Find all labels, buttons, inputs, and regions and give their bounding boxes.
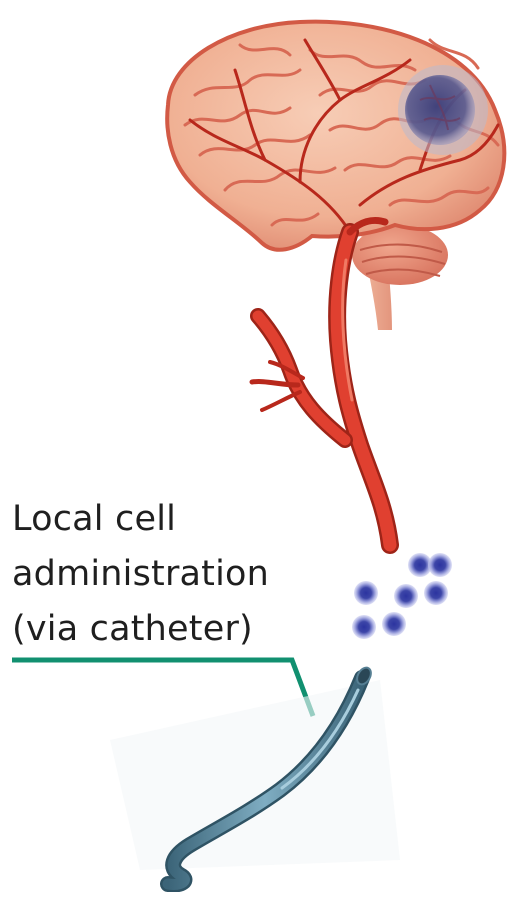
tumor-mass <box>398 65 488 155</box>
stem-cell <box>424 581 448 605</box>
catheter-icon <box>110 665 400 884</box>
stem-cell <box>352 615 376 639</box>
stem-cell <box>382 612 406 636</box>
label-line-3: (via catheter) <box>12 612 253 647</box>
stem-cell <box>354 581 378 605</box>
stem-cell <box>428 553 452 577</box>
stem-cell <box>394 584 418 608</box>
label-line-2: administration <box>12 557 269 592</box>
stem-cell-cluster <box>352 553 452 639</box>
label-line-1: Local cell <box>12 502 176 537</box>
